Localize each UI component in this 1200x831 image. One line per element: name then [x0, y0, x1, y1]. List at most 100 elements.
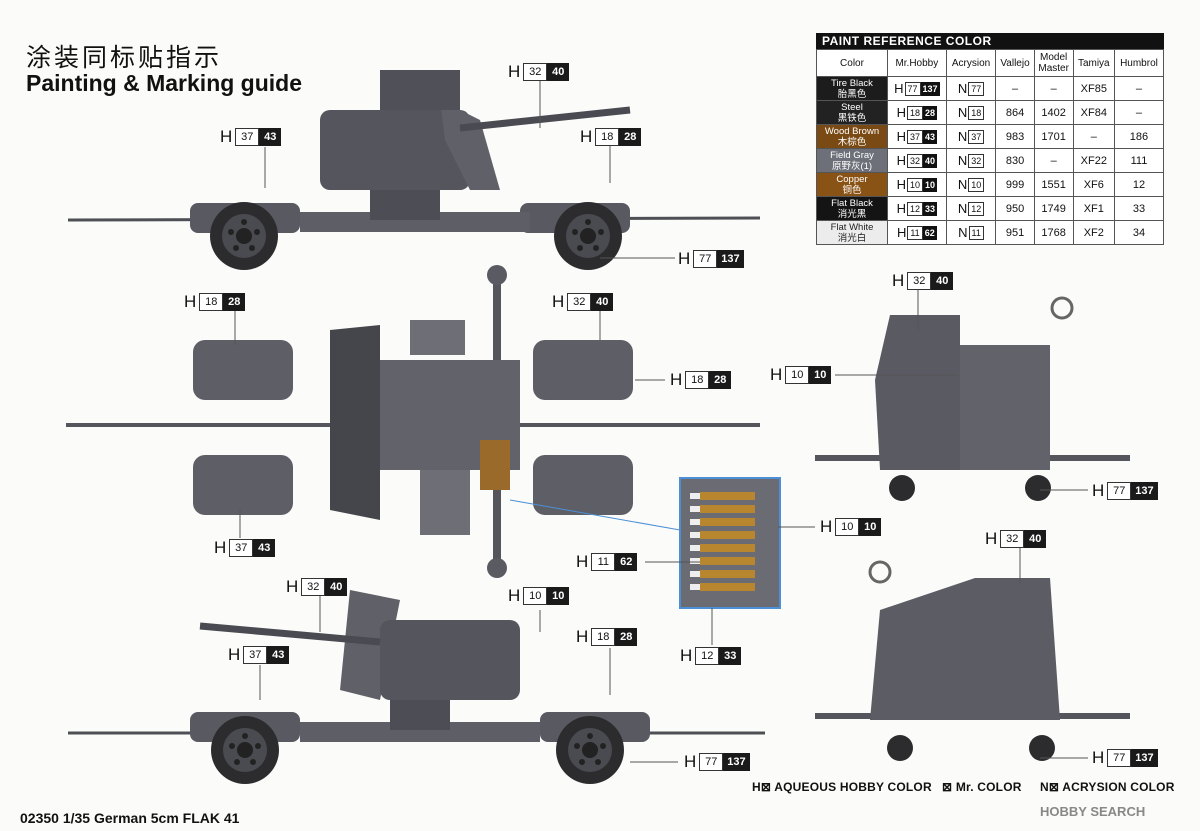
model-master-code: 1749 [1033, 196, 1074, 221]
model-master-code: – [1033, 148, 1074, 173]
model-master-code: 1701 [1033, 124, 1074, 149]
table-header-row: Color Mr.Hobby Acrysion Vallejo Model Ma… [816, 49, 1165, 77]
product-footer: 02350 1/35 German 5cm FLAK 41 [20, 810, 240, 826]
humbrol-code: 111 [1113, 148, 1165, 173]
paint-reference-table: PAINT REFERENCE COLOR Color Mr.Hobby Acr… [816, 33, 1165, 245]
vallejo-code: 983 [995, 124, 1035, 149]
vallejo-code: 830 [995, 148, 1035, 173]
model-master-code: 1551 [1033, 172, 1074, 197]
col-tamiya: Tamiya [1072, 49, 1115, 77]
tamiya-code: XF6 [1072, 172, 1115, 197]
title-chinese: 涂装同标贴指示 [26, 43, 223, 72]
humbrol-code: – [1113, 76, 1165, 101]
watermark-logo: HOBBY SEARCH [1040, 804, 1146, 819]
col-model-master: Model Master [1033, 49, 1074, 77]
col-humbrol: Humbrol [1113, 49, 1165, 77]
side-view-top [67, 70, 761, 270]
vallejo-code: 951 [995, 220, 1035, 245]
tamiya-code: XF22 [1072, 148, 1115, 173]
col-vallejo: Vallejo [995, 49, 1035, 77]
front-view [815, 560, 1130, 761]
side-view-bottom [68, 590, 765, 784]
col-acrysion: Acrysion [945, 49, 997, 77]
tamiya-code: XF84 [1072, 100, 1115, 125]
model-master-code: 1768 [1033, 220, 1074, 245]
col-color: Color [816, 49, 888, 77]
top-view [66, 265, 760, 578]
model-master-code: – [1033, 76, 1074, 101]
tamiya-code: XF2 [1072, 220, 1115, 245]
tamiya-code: XF1 [1072, 196, 1115, 221]
vallejo-code: – [995, 76, 1035, 101]
tamiya-code: XF85 [1072, 76, 1115, 101]
vallejo-code: 950 [995, 196, 1035, 221]
humbrol-code: 33 [1113, 196, 1165, 221]
legend-acrysion: N⊠ ACRYSION COLOR [1040, 780, 1175, 794]
paint-table-title: PAINT REFERENCE COLOR [816, 33, 1164, 49]
legend-aqueous-hobby: H⊠ AQUEOUS HOBBY COLOR [752, 780, 932, 794]
rear-view [815, 296, 1130, 501]
model-master-code: 1402 [1033, 100, 1074, 125]
ammo-detail [509, 477, 781, 609]
title-english: Painting & Marking guide [26, 70, 303, 96]
humbrol-code: 34 [1113, 220, 1165, 245]
humbrol-code: 186 [1113, 124, 1165, 149]
tamiya-code: – [1072, 124, 1115, 149]
humbrol-code: 12 [1113, 172, 1165, 197]
vallejo-code: 864 [995, 100, 1035, 125]
humbrol-code: – [1113, 100, 1165, 125]
legend-mr-color: ⊠ Mr. COLOR [942, 780, 1022, 794]
vallejo-code: 999 [995, 172, 1035, 197]
col-mr-hobby: Mr.Hobby [887, 49, 947, 77]
